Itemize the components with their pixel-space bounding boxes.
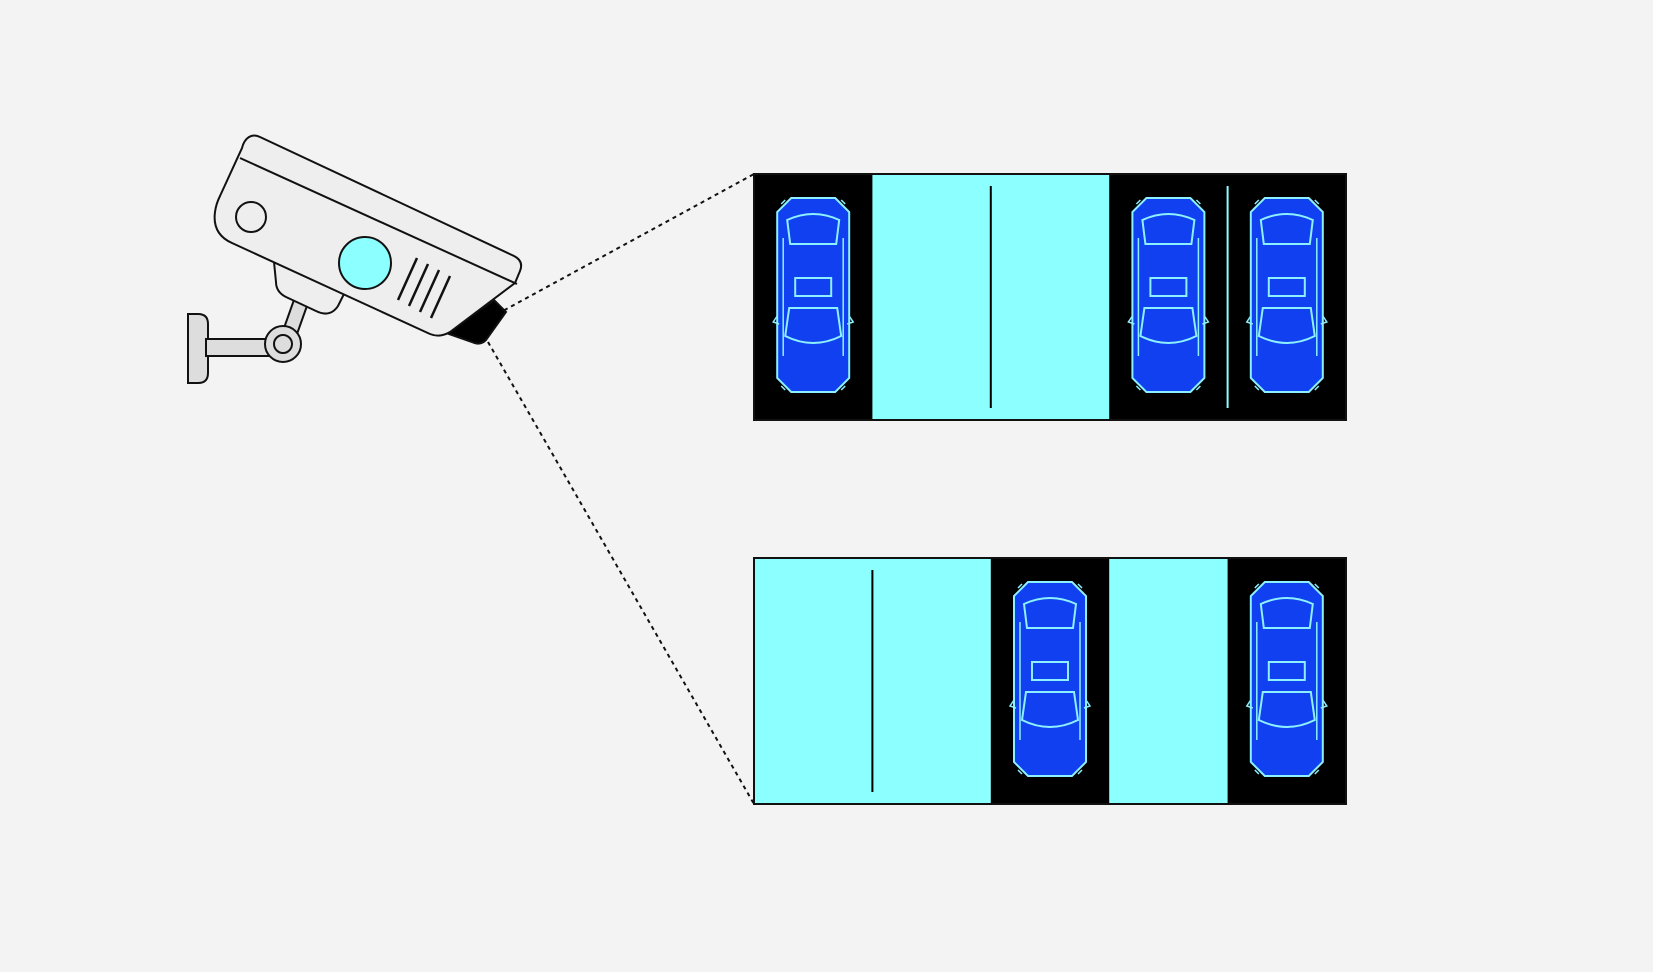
car-top-view-icon: [772, 197, 855, 393]
camera-housing: [213, 134, 523, 337]
car-top-view-icon: [1127, 197, 1210, 393]
camera-arm: [205, 338, 275, 357]
parking-spot-free: [990, 174, 1110, 420]
sight-lines: [487, 173, 755, 805]
car-top-view-icon: [1245, 581, 1328, 777]
security-camera-icon: [187, 134, 523, 384]
car-top-view-icon: [1009, 581, 1091, 777]
camera-vents: [396, 257, 452, 319]
parking-lot-top: [753, 173, 1347, 421]
camera-lens: [338, 236, 392, 290]
parking-spot-free: [872, 558, 992, 804]
camera-housing-edge: [239, 157, 518, 285]
camera-base: [272, 260, 346, 315]
lot-border: [753, 173, 1347, 421]
parking-spot-free: [872, 174, 992, 420]
camera-wall-plate: [187, 313, 209, 384]
parking-spot-free: [754, 558, 873, 804]
sight-line-top: [489, 173, 755, 319]
parking-spot-free: [1109, 558, 1229, 804]
camera-joint-pin: [273, 334, 293, 354]
parking-lot-bottom: [753, 557, 1347, 805]
sight-line-bottom: [487, 341, 755, 805]
camera-indicator: [235, 201, 267, 233]
lot-border: [753, 557, 1347, 805]
car-top-view-icon: [1245, 197, 1328, 393]
camera-front-cap: [443, 298, 508, 345]
